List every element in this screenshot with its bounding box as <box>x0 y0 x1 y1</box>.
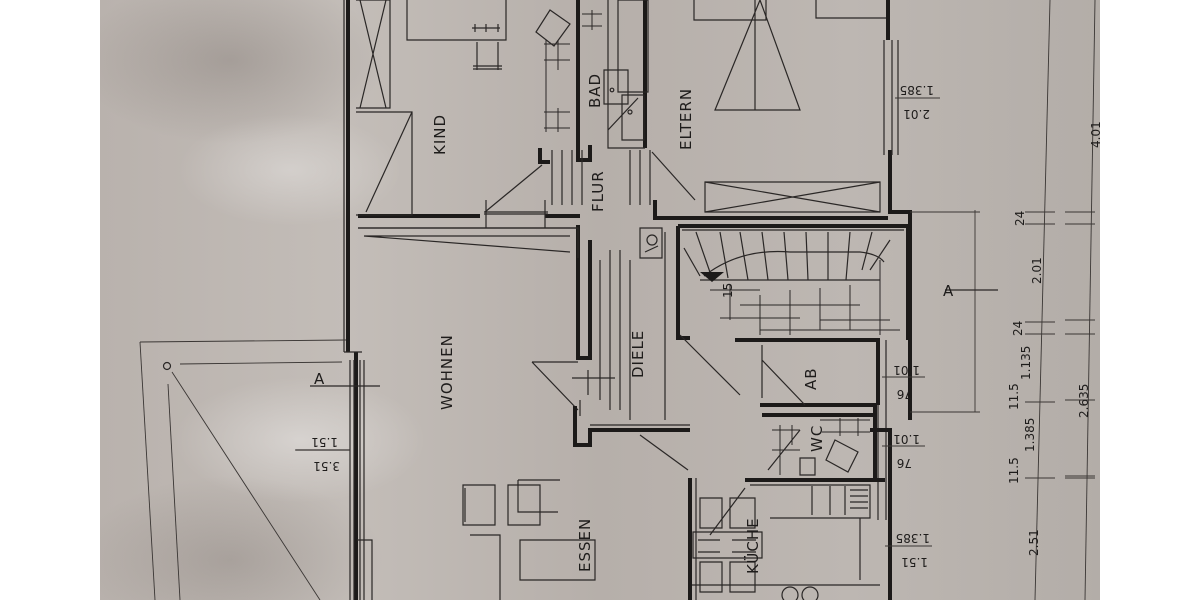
room-label-wc: WC <box>808 425 826 452</box>
room-flur <box>538 148 888 220</box>
wc-tiles <box>772 418 870 475</box>
room-label-flur: FLUR <box>589 170 607 212</box>
svg-text:1.385: 1.385 <box>896 531 930 545</box>
dim-chain-11.5b: 11.5 <box>1007 457 1021 484</box>
dim-chain-2.635: 2.635 <box>1077 384 1091 418</box>
bathroom-tiles <box>544 10 602 132</box>
exterior-walls <box>343 0 912 600</box>
svg-text:76: 76 <box>897 387 912 401</box>
room-label-eltern: ELTERN <box>677 88 695 150</box>
site-lines <box>139 339 380 600</box>
room-diele <box>531 225 741 471</box>
dim-chain-4.01: 4.01 <box>1089 121 1100 148</box>
svg-text:3.51: 3.51 <box>313 459 340 473</box>
svg-text:76: 76 <box>897 456 912 470</box>
room-wc <box>762 413 877 480</box>
dim-chain-11.5a: 11.5 <box>1007 383 1021 410</box>
window-dimension-wc: 1.01 76 <box>882 432 925 470</box>
room-label-kueche: KÜCHE <box>743 517 762 574</box>
room-bad <box>535 0 649 149</box>
dim-chain-2.01: 2.01 <box>1030 257 1044 284</box>
room-kind <box>356 0 592 229</box>
room-label-diele: DIELE <box>629 330 647 378</box>
dim-chain-24b: 24 <box>1011 321 1025 336</box>
room-kueche <box>688 478 885 600</box>
living-dining-furniture <box>357 227 763 600</box>
dim-chain-1.385: 1.385 <box>1023 418 1037 452</box>
svg-text:1.385: 1.385 <box>900 83 934 97</box>
dim-chain-2.51: 2.51 <box>1027 529 1041 556</box>
room-label-essen: ESSEN <box>576 518 594 572</box>
room-label-wohnen: WOHNEN <box>438 334 456 410</box>
room-ab <box>735 338 880 415</box>
staircase: 15 <box>676 224 910 340</box>
floor-plan-photo: 15 <box>100 0 1100 600</box>
svg-text:1.01: 1.01 <box>893 363 920 377</box>
window-dimension-wohnen: 1.51 3.51 <box>295 435 350 473</box>
window-dimension-kueche: 1.385 1.51 <box>885 531 932 569</box>
dim-chain-1.135: 1.135 <box>1019 346 1033 380</box>
stair-landing-tiles <box>710 260 900 335</box>
room-label-bad: BAD <box>586 73 604 108</box>
floor-plan-drawing: 15 <box>139 0 1100 600</box>
svg-text:1.51: 1.51 <box>311 435 338 449</box>
section-marker-right: A <box>943 282 954 300</box>
window-dimension-ab: 1.01 76 <box>882 363 925 401</box>
window-dimension-eltern: 1.385 2.01 <box>895 83 940 121</box>
svg-text:2.01: 2.01 <box>903 107 930 121</box>
svg-text:1.01: 1.01 <box>893 432 920 446</box>
room-eltern <box>693 0 886 111</box>
dim-chain-24a: 24 <box>1013 211 1027 226</box>
room-label-kind: KIND <box>431 114 449 155</box>
svg-text:1.51: 1.51 <box>901 555 928 569</box>
stair-step-label: 15 <box>721 283 735 298</box>
room-label-ab: AB <box>802 367 820 390</box>
dimension-lines <box>910 0 1096 600</box>
section-marker-left: A <box>314 370 325 388</box>
